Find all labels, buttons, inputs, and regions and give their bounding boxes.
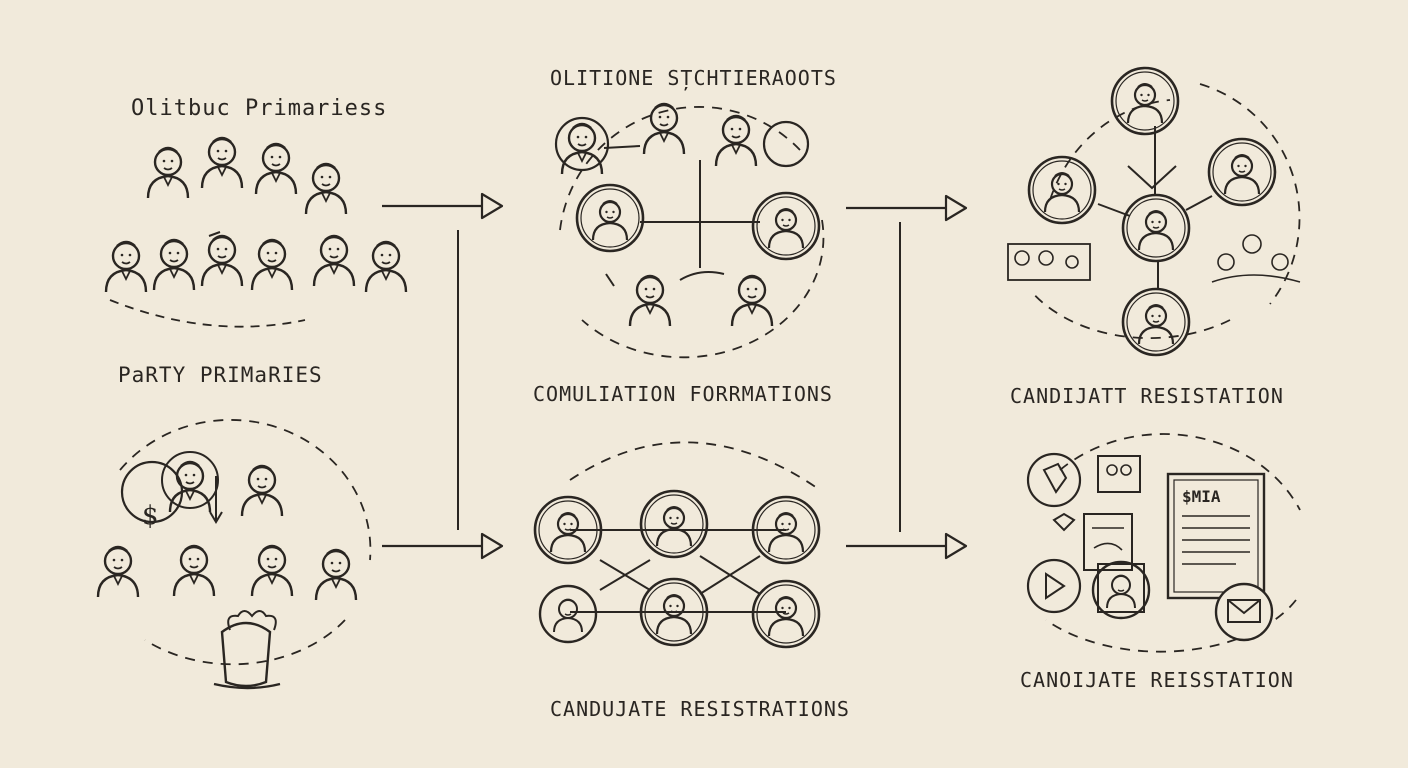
- shield-icon: [1026, 452, 1082, 508]
- document-heading: $MIA: [1182, 487, 1221, 506]
- registration-network-icon: [533, 441, 821, 649]
- large-document-icon: $MIA: [1166, 472, 1266, 600]
- top-left-title: Olitbuc Primariess: [131, 96, 388, 121]
- candidate-registration-top-title: CANDIJATT RESISTATION: [1010, 384, 1284, 408]
- small-group-left-icon: [1007, 243, 1091, 281]
- candidate-hub-network-icon: [1007, 66, 1301, 357]
- candidate-documents-icon: $MIA: [1026, 433, 1301, 653]
- profile-card-icon: [1097, 455, 1141, 493]
- flow-arrows: [380, 192, 968, 560]
- arrow-right-icon: [380, 532, 504, 560]
- coalition-network-icon: [554, 102, 825, 359]
- arrow-right-icon: [380, 192, 504, 220]
- candidate-registration-bottom-title: CANOIJATE REISSTATION: [1020, 668, 1294, 692]
- hat-icon: [213, 610, 281, 690]
- candidate-registrations-title: CANDUJATE RESISTRATIONS: [550, 697, 850, 721]
- arrow-right-icon: [844, 194, 968, 222]
- play-arrow-icon: [1026, 558, 1082, 614]
- top-center-title: OLITIONE SȚCHTIERAOOTS: [550, 66, 837, 90]
- money-bag-icon: $: [120, 460, 184, 531]
- envelope-icon: [1214, 582, 1274, 642]
- party-primaries-crowd-icon: [104, 136, 408, 328]
- party-primaries-title: PaRTY PRIMaRIES: [118, 363, 323, 387]
- svg-text:$: $: [142, 501, 159, 531]
- party-primaries-campaign-icon: $: [96, 419, 372, 690]
- small-group-right-icon: [1211, 234, 1301, 283]
- coalition-formations-title: COMULIATION FORRMATIONS: [533, 382, 833, 406]
- arrow-right-icon: [844, 532, 968, 560]
- document-icon: [1083, 513, 1133, 571]
